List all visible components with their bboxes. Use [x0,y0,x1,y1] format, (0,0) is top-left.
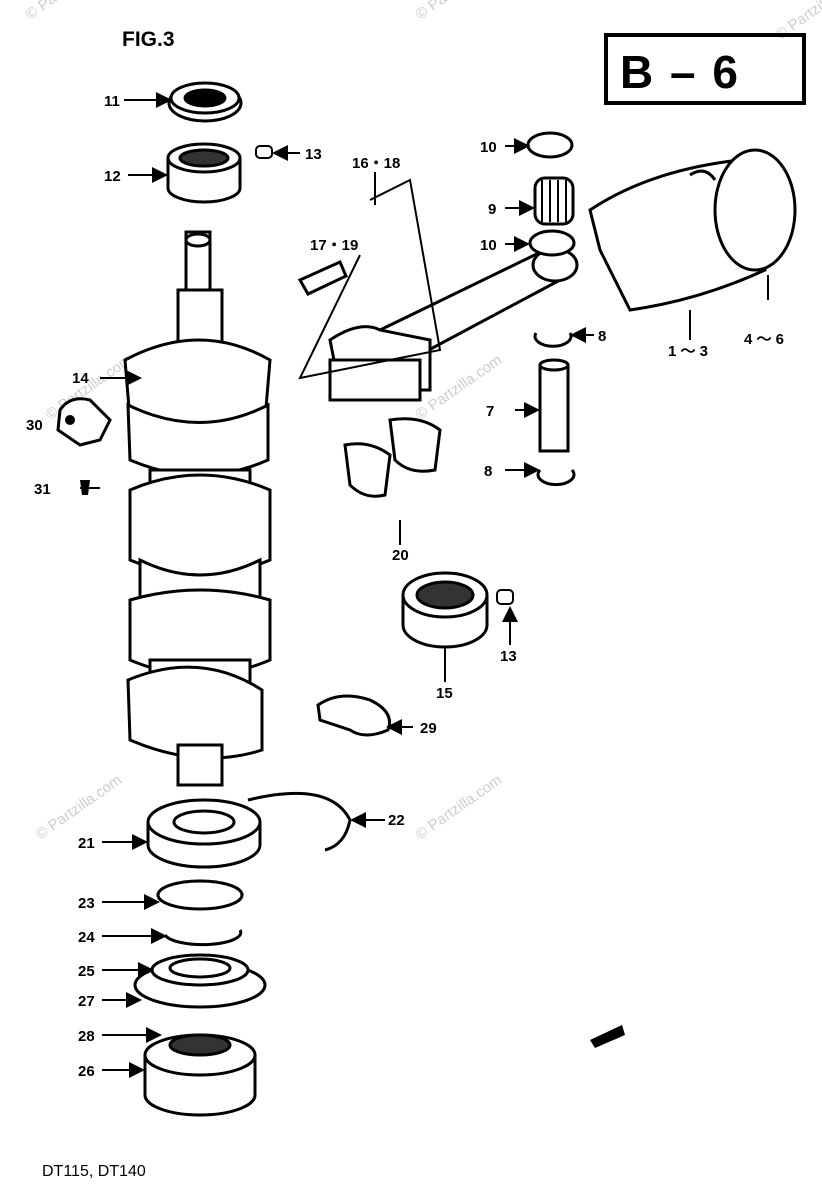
bearing-26-28 [143,1033,257,1117]
part-label: 22 [388,812,405,829]
part-label: 14 [72,370,89,387]
model-list: DT115, DT140 [42,1163,146,1180]
part-label: 8 [484,463,492,480]
rod-bolt-17 [297,260,348,296]
bearing-25 [133,953,267,1009]
part-label: 31 [34,481,51,498]
part-label: 16・18 [352,155,400,172]
part-label: 29 [420,720,437,737]
part-label: 13 [305,146,322,163]
needle-bearing-9 [533,176,575,226]
part-label: 9 [488,201,496,218]
bearing-15 [401,571,489,649]
clip-8-bottom [536,468,576,487]
watermark-text: © Partzilla.com [413,0,506,23]
part-label: 23 [78,895,95,912]
part-label: 25 [78,963,95,980]
part-label: 17・19 [310,237,358,254]
figure-code-box [604,33,806,105]
snap-ring-22 [247,791,352,852]
part-label: 11 [104,93,120,110]
oil-seal-11 [167,81,243,123]
part-label: 30 [26,417,43,434]
plate-29 [316,694,391,737]
part-labels: 11 12 13 16・18 17・19 10 9 10 8 1 ～ 3 4 ～… [26,93,784,1080]
ring-10-bottom [528,229,576,257]
part-label: 12 [104,168,121,185]
snap-ring-24 [163,929,243,947]
part-label: 28 [78,1028,95,1045]
piston-pin-7 [538,358,570,453]
crankshaft [123,230,272,787]
leader-lines [80,92,769,1078]
part-label: 13 [500,648,517,665]
part-label: 15 [436,685,453,702]
part-label: 7 [486,403,494,420]
figure-label: FIG.3 [122,28,175,51]
part-label: 10 [480,139,497,156]
part-label: 21 [78,835,95,852]
piston-1-3 [588,148,797,312]
part-label: 24 [78,929,95,946]
watermark-text: © Partzilla.com [413,771,506,843]
ball-bearing-21 [146,798,262,869]
ring-10-top [526,131,574,159]
clip-8-top [533,332,573,348]
direction-arrow-icon [590,1025,625,1048]
washer-23 [156,879,244,911]
part-label: 4 ～ 6 [744,331,784,348]
needle-bearing-12 [166,142,242,204]
part-label: 20 [392,547,409,564]
part-label: 26 [78,1063,95,1080]
rod-bearing-20 [343,417,442,498]
plate-14 [56,397,112,447]
screw-30 [65,415,75,425]
part-label: 8 [598,328,606,345]
watermark-text: © Partzilla.com [23,0,116,23]
watermark-text: © Partzilla.com [33,771,126,843]
part-label: 1 ～ 3 [668,343,708,360]
dowel-pin-13 [255,145,273,159]
dowel-pin-13-lower [496,589,514,605]
part-label: 10 [480,237,497,254]
part-label: 27 [78,993,95,1010]
figure-code: B – 6 [620,46,740,98]
leader-bracket-16 [298,178,442,380]
